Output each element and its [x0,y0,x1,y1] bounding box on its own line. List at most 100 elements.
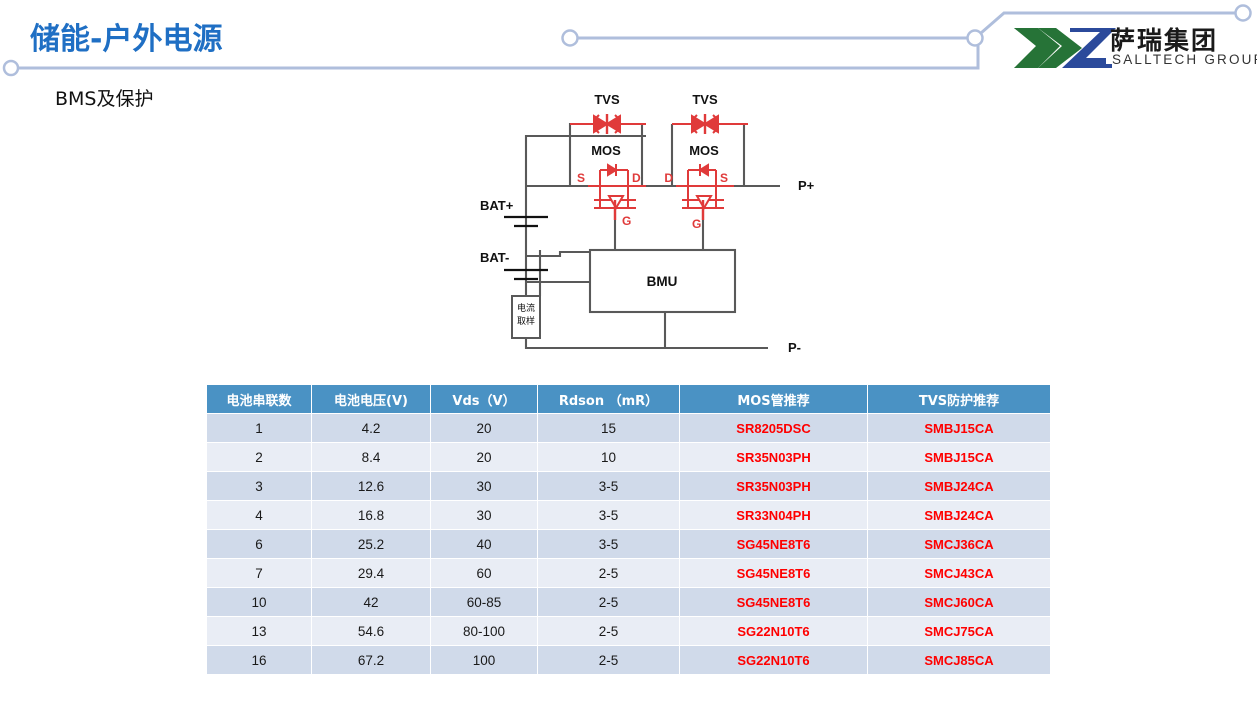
column-header-tvs-recommend: TVS防护推荐 [867,385,1050,414]
cell-voltage: 12.6 [311,471,431,501]
p-plus-label: P+ [798,178,815,193]
column-header-rdson: Rdson （mR） [537,385,680,414]
cell-series: 6 [207,529,312,559]
mosfet-right-drain-label: D [664,171,673,185]
cell-series: 1 [207,413,312,443]
cell-mos-part: SG45NE8T6 [679,529,868,559]
deco-node-junction [966,29,984,47]
cell-tvs-part: SMBJ24CA [867,500,1050,530]
cell-mos-part: SR35N03PH [679,442,868,472]
bat-minus-label: BAT- [480,250,509,265]
cell-rdson: 3-5 [537,529,680,559]
cell-series: 4 [207,500,312,530]
bmu-block [588,248,737,314]
cell-tvs-part: SMBJ15CA [867,442,1050,472]
cell-tvs-part: SMCJ85CA [867,645,1050,675]
cell-rdson: 2-5 [537,558,680,588]
cell-vds: 80-100 [430,616,538,646]
column-header-cells-in-series: 电池串联数 [207,385,312,414]
mosfet-left [588,163,646,220]
header-decoration-line [2,4,1252,77]
cell-voltage: 67.2 [311,645,431,675]
cell-series: 2 [207,442,312,472]
table-row: 7 29.4 60 2-5 SG45NE8T6 SMCJ43CA [207,558,1050,588]
bms-circuit-diagram: BMU 电流 取样 [480,92,815,355]
cell-rdson: 15 [537,413,680,443]
table-row: 6 25.2 40 3-5 SG45NE8T6 SMCJ36CA [207,529,1050,559]
mosfet-left-source-label: S [577,171,585,185]
cell-series: 16 [207,645,312,675]
bat-plus-label: BAT+ [480,198,514,213]
mos-right-label: MOS [689,143,719,158]
company-logo [1014,28,1116,68]
mos-left-label: MOS [591,143,621,158]
cell-series: 3 [207,471,312,501]
table-row: 16 67.2 100 2-5 SG22N10T6 SMCJ85CA [207,645,1050,675]
tvs-left [570,114,646,134]
deco-node-right [1234,4,1252,22]
cell-vds: 30 [430,500,538,530]
cell-voltage: 42 [311,587,431,617]
cell-series: 13 [207,616,312,646]
cell-mos-part: SG45NE8T6 [679,587,868,617]
section-subtitle: BMS及保护 [55,88,154,110]
table-body: 1 4.2 20 15 SR8205DSC SMBJ15CA 2 8.4 20 … [207,413,1050,675]
cell-vds: 60 [430,558,538,588]
cell-voltage: 16.8 [311,500,431,530]
cell-tvs-part: SMCJ60CA [867,587,1050,617]
mosfet-right-source-label: S [720,171,728,185]
table-header-row: 电池串联数 电池电压(V) Vds（V） Rdson （mR） MOS管推荐 T… [207,385,1050,414]
cell-rdson: 2-5 [537,587,680,617]
spec-table: 电池串联数 电池电压(V) Vds（V） Rdson （mR） MOS管推荐 T… [207,385,1050,675]
current-shunt-label-2: 取样 [517,315,535,327]
cell-vds: 60-85 [430,587,538,617]
mosfet-right [676,163,734,220]
cell-mos-part: SG22N10T6 [679,616,868,646]
cell-mos-part: SR33N04PH [679,500,868,530]
table-row: 4 16.8 30 3-5 SR33N04PH SMBJ24CA [207,500,1050,530]
cell-mos-part: SR35N03PH [679,471,868,501]
cell-vds: 20 [430,442,538,472]
mosfet-right-gate-label: G [692,217,701,231]
logo-name-en: SALLTECH GROUP [1112,52,1257,67]
cell-series: 7 [207,558,312,588]
cell-voltage: 29.4 [311,558,431,588]
cell-rdson: 2-5 [537,645,680,675]
deco-node-left [2,59,20,77]
table-row: 3 12.6 30 3-5 SR35N03PH SMBJ24CA [207,471,1050,501]
current-shunt-label-1: 电流 [517,302,535,314]
logo-name-cn: 萨瑞集团 [1110,26,1219,55]
table-row: 1 4.2 20 15 SR8205DSC SMBJ15CA [207,413,1050,443]
cell-voltage: 8.4 [311,442,431,472]
cell-tvs-part: SMBJ24CA [867,471,1050,501]
cell-rdson: 3-5 [537,471,680,501]
circuit-wires [524,122,780,350]
cell-mos-part: SG45NE8T6 [679,558,868,588]
cell-tvs-part: SMCJ36CA [867,529,1050,559]
cell-voltage: 54.6 [311,616,431,646]
p-minus-label: P- [788,340,801,355]
column-header-mos-recommend: MOS管推荐 [679,385,868,414]
cell-rdson: 3-5 [537,500,680,530]
cell-tvs-part: SMCJ43CA [867,558,1050,588]
column-header-battery-voltage: 电池电压(V) [311,385,431,414]
cell-vds: 40 [430,529,538,559]
cell-rdson: 2-5 [537,616,680,646]
cell-tvs-part: SMCJ75CA [867,616,1050,646]
tvs-right [672,114,748,134]
current-shunt-block [511,295,541,339]
cell-mos-part: SR8205DSC [679,413,868,443]
column-header-vds: Vds（V） [430,385,538,414]
table-row: 13 54.6 80-100 2-5 SG22N10T6 SMCJ75CA [207,616,1050,646]
cell-tvs-part: SMBJ15CA [867,413,1050,443]
mosfet-left-drain-label: D [632,171,641,185]
bmu-label: BMU [647,274,678,289]
cell-voltage: 4.2 [311,413,431,443]
cell-mos-part: SG22N10T6 [679,645,868,675]
deco-node-middle [561,29,579,47]
cell-vds: 30 [430,471,538,501]
cell-series: 10 [207,587,312,617]
cell-vds: 100 [430,645,538,675]
mosfet-left-gate-label: G [622,214,631,228]
